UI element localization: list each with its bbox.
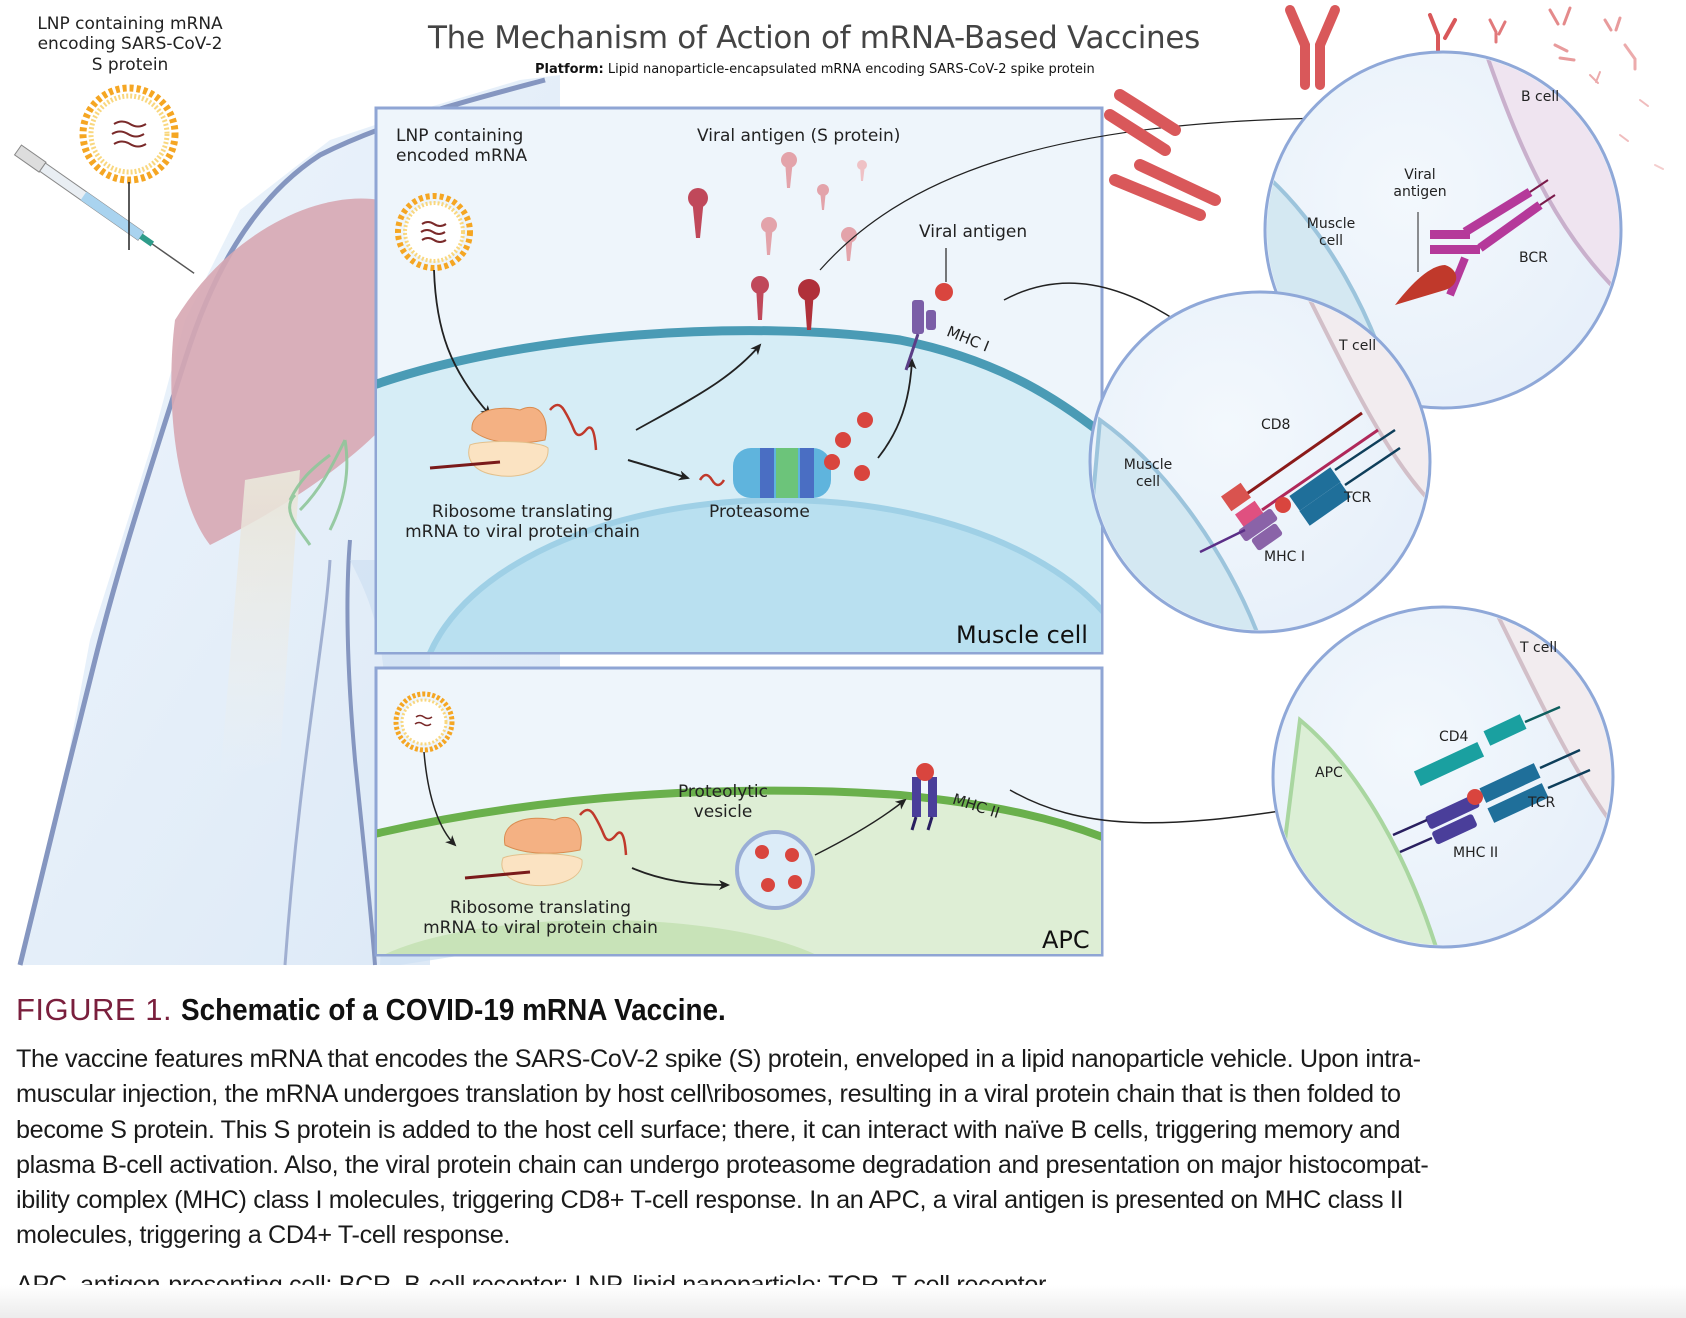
mhc1-receptor-icon xyxy=(904,283,953,371)
apc-ribosome-label: Ribosome translating mRNA to viral prote… xyxy=(418,898,663,939)
label-line: vesicle xyxy=(693,802,753,823)
figure-number: FIGURE 1. xyxy=(16,992,173,1027)
injection-lnp-label: LNP containing mRNA encoding SARS-CoV-2 … xyxy=(32,14,228,75)
proteolytic-vesicle-icon xyxy=(735,830,815,910)
bcr-label: BCR xyxy=(1519,250,1548,266)
mhc2-receptor-icon xyxy=(1392,789,1483,854)
cd4-tcr-label: TCR xyxy=(1528,795,1556,811)
cd8-mhc1-label: MHC I xyxy=(1264,549,1305,565)
apc-panel xyxy=(374,666,1302,957)
ribosome-icon xyxy=(464,808,628,887)
cd4-tcell-interaction-circle xyxy=(1271,605,1615,949)
cd4-mhc2-label: MHC II xyxy=(1453,845,1499,861)
figure-title: Schematic of a COVID-19 mRNA Vaccine. xyxy=(180,992,726,1027)
cd8-muscle-cell-label: Muscle cell xyxy=(1118,457,1178,491)
ribosome-label: Ribosome translating mRNA to viral prote… xyxy=(400,502,645,543)
platform-label: Platform: xyxy=(535,62,604,77)
lnp-particle-icon xyxy=(79,84,179,184)
cd4-apc-label: APC xyxy=(1315,765,1343,781)
mhc2-receptor-icon xyxy=(910,763,937,831)
cd8-tcell-interaction-circle xyxy=(1088,290,1432,634)
cd8-label: CD8 xyxy=(1261,417,1291,433)
bcell-muscle-cell-label: Muscle cell xyxy=(1301,216,1361,250)
proteasome-icon xyxy=(698,448,831,498)
platform-text: Lipid nanoparticle-encapsulated mRNA enc… xyxy=(603,62,1095,77)
caption-line: molecules, triggering a CD4+ T-cell resp… xyxy=(16,1221,511,1250)
figure-caption: FIGURE 1. Schematic of a COVID-19 mRNA V… xyxy=(16,990,1666,1303)
diagram-title: The Mechanism of Action of mRNA-Based Va… xyxy=(428,20,1201,56)
caption-line: become S protein. This S protein is adde… xyxy=(16,1115,1401,1144)
cd8-coreceptor-icon xyxy=(1221,411,1379,530)
label-line: S protein xyxy=(91,54,169,75)
proteasome-label: Proteasome xyxy=(709,502,810,522)
caption-line: plasma B-cell activation. Also, the vira… xyxy=(16,1150,1429,1179)
label-line: cell xyxy=(1318,232,1344,249)
label-line: Muscle xyxy=(1123,457,1173,473)
caption-line: ibility complex (MHC) class I molecules,… xyxy=(16,1186,1404,1215)
nerve-branches xyxy=(288,439,349,546)
spike-protein-icon xyxy=(1395,265,1457,305)
muscle-cell-panel-label: Muscle cell xyxy=(956,621,1088,649)
label-line: Muscle xyxy=(1306,216,1356,232)
label-line: encoded mRNA xyxy=(396,146,528,167)
caption-line: The vaccine features mRNA that encodes t… xyxy=(16,1045,1421,1073)
figure-illustration: The Mechanism of Action of mRNA-Based Va… xyxy=(13,5,1664,966)
bcr-receptor-icon xyxy=(1430,179,1556,297)
bcell-viral-antigen-label: Viral antigen xyxy=(1390,167,1450,201)
diagram-subtitle: Platform: Lipid nanoparticle-encapsulate… xyxy=(535,62,1095,77)
viral-antigen-s-protein-label: Viral antigen (S protein) xyxy=(697,126,901,146)
label-line: Ribosome translating xyxy=(449,898,632,918)
apc-panel-label: APC xyxy=(1042,926,1090,954)
label-line: mRNA to viral protein chain xyxy=(405,522,640,543)
lnp-particle-icon xyxy=(395,193,473,271)
cd8-tcr-label: TCR xyxy=(1344,490,1372,506)
syringe-icon xyxy=(13,144,195,274)
label-line: cell xyxy=(1135,473,1161,490)
antibody-icons xyxy=(1104,5,1664,221)
caption-line: muscular injection, the mRNA undergoes t… xyxy=(16,1080,1401,1109)
page-bottom-edge xyxy=(0,1285,1686,1318)
bcell-label: B cell xyxy=(1521,89,1560,105)
label-line: LNP containing xyxy=(396,126,524,146)
spike-proteins xyxy=(688,152,867,330)
label-line: LNP containing mRNA xyxy=(37,14,223,34)
tcr-receptor-icon xyxy=(1289,428,1401,526)
caption-heading: FIGURE 1. Schematic of a COVID-19 mRNA V… xyxy=(16,990,1666,1030)
label-line: Ribosome translating xyxy=(431,502,614,522)
cd4-label: CD4 xyxy=(1439,729,1469,745)
peptide-fragments xyxy=(824,412,873,481)
label-line: Viral xyxy=(1404,167,1436,183)
label-line: encoding SARS-CoV-2 xyxy=(37,34,223,55)
figure-svg xyxy=(13,5,1664,966)
humerus-bone xyxy=(220,470,300,780)
proteolytic-vesicle-label: Proteolytic vesicle xyxy=(668,782,778,823)
muscle-cell-panel xyxy=(374,106,1342,655)
label-line: antigen xyxy=(1393,183,1447,200)
label-line: Proteolytic xyxy=(677,782,768,802)
caption-body: The vaccine features mRNA that encodes t… xyxy=(16,1042,1666,1254)
cd4-tcell-label: T cell xyxy=(1520,640,1558,656)
lnp-particle-icon xyxy=(393,691,455,753)
tcr-receptor-icon xyxy=(1479,748,1591,823)
cd4-coreceptor-icon xyxy=(1413,705,1561,787)
muscle-lnp-label: LNP containing encoded mRNA xyxy=(396,126,527,167)
label-line: mRNA to viral protein chain xyxy=(423,918,658,939)
cd8-tcell-label: T cell xyxy=(1339,338,1377,354)
viral-antigen-label: Viral antigen xyxy=(919,222,1028,242)
mhc1-receptor-icon xyxy=(1199,497,1291,554)
ribosome-icon xyxy=(429,403,598,477)
